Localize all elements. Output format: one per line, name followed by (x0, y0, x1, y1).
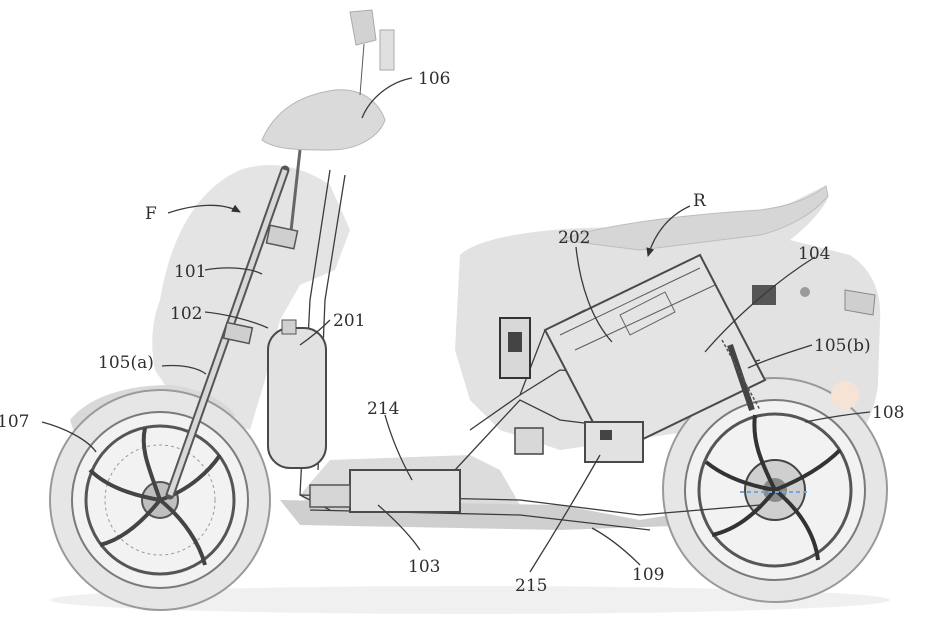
leader-105b (747, 344, 813, 369)
leader-F (167, 204, 241, 214)
label-103: 103 (408, 557, 440, 577)
components (267, 253, 876, 513)
label-104: 104 (798, 244, 830, 264)
leader-104 (704, 256, 816, 353)
rear-wheel (662, 377, 888, 603)
label-201: 201 (333, 311, 365, 331)
leader-108 (804, 411, 871, 423)
label-202: 202 (558, 228, 590, 248)
label-215: 215 (515, 576, 547, 596)
label-102: 102 (170, 304, 202, 324)
label-R: R (693, 191, 707, 211)
reference-labels: 106 F R 202 104 101 102 201 105(a) 105(b… (0, 69, 904, 596)
leader-R (646, 205, 691, 257)
leader-101 (204, 267, 263, 275)
label-107: 107 (0, 412, 29, 432)
label-106: 106 (418, 69, 450, 89)
label-105b: 105(b) (814, 336, 871, 356)
ground-shadow (50, 586, 890, 614)
label-108: 108 (872, 403, 904, 423)
leader-lines (41, 77, 871, 573)
leader-102 (204, 311, 269, 329)
leader-215 (529, 454, 601, 573)
leader-214 (384, 414, 413, 481)
leader-106 (361, 77, 413, 119)
leader-105a (161, 364, 207, 375)
leader-202 (575, 246, 613, 343)
front-wheel (49, 389, 271, 611)
leader-103 (377, 504, 421, 551)
leader-107 (41, 421, 97, 453)
leader-201 (299, 319, 331, 346)
label-F: F (145, 204, 157, 224)
label-101: 101 (174, 262, 206, 282)
leader-109 (591, 527, 641, 566)
label-109: 109 (632, 565, 664, 585)
label-105a: 105(a) (98, 353, 154, 373)
label-214: 214 (367, 399, 399, 419)
